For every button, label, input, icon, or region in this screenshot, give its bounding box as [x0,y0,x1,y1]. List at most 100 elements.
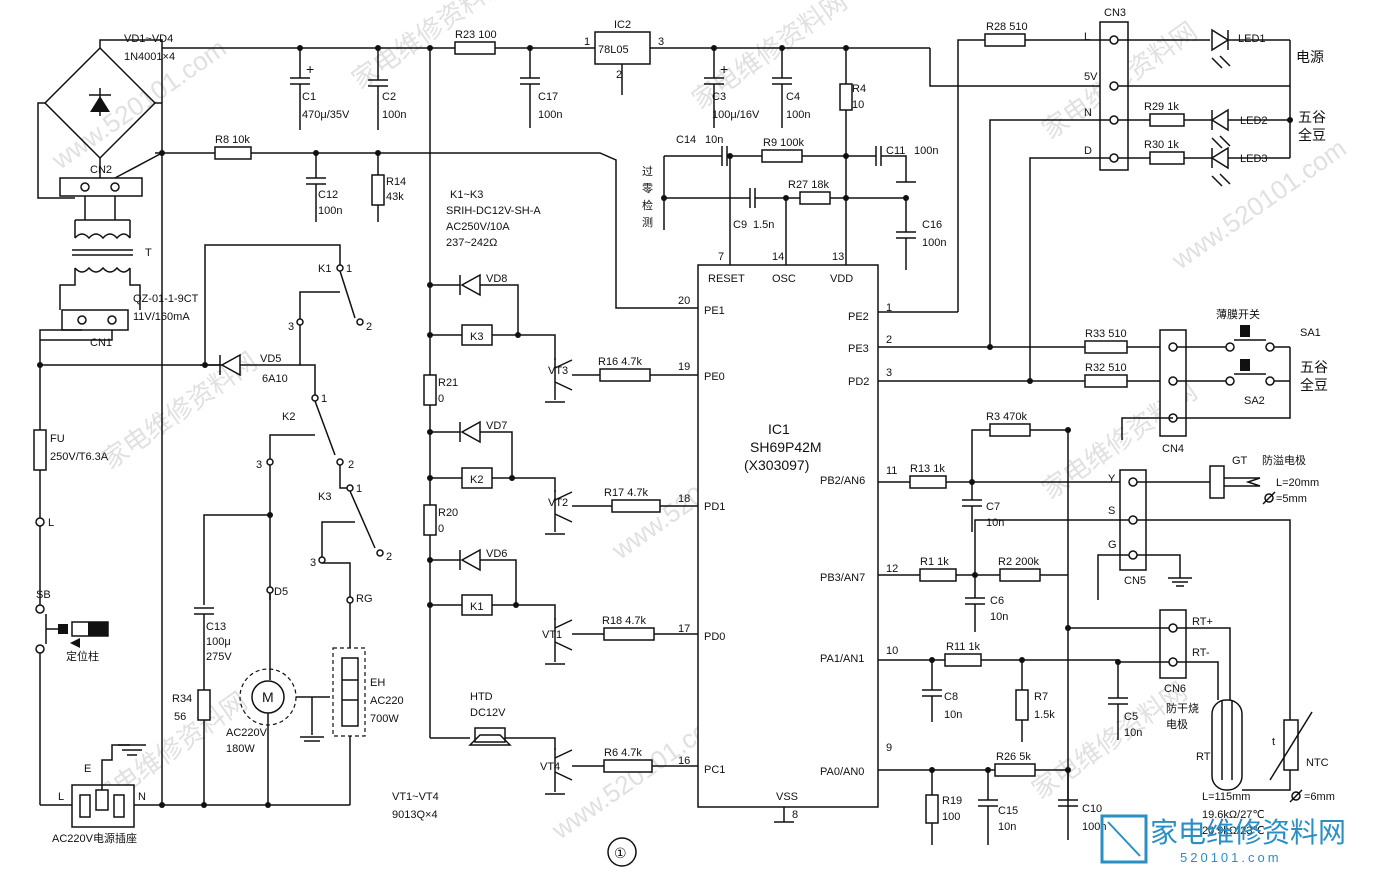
led2-label: LED2 [1240,115,1268,127]
heater-eh: EH [370,677,385,689]
k3-c1: 1 [356,483,362,495]
ic1-pin-bottom-num: 8 [792,809,798,821]
c16-name: C16 [922,219,942,231]
ic1-pin-left-name: PE0 [704,371,725,383]
r7-value: 1.5k [1034,709,1055,721]
ic2-pin1: 1 [584,36,590,48]
r1-label: R1 1k [920,556,949,568]
ic1-pin-right-num: 3 [886,367,892,379]
c13-r34-branch: C13 100μ 275V R34 56 [172,512,273,805]
c3-name: C3 [712,91,726,103]
vt2-label: VT2 [548,497,568,509]
k1-coil: K1 [470,601,483,613]
ic1-pin-left-num: 16 [678,755,690,767]
sa2-label: SA2 [1244,395,1265,407]
gt-label: GT [1232,455,1248,467]
cn6-pin-rtm: RT- [1192,647,1210,659]
cn1-label: CN1 [90,337,112,349]
led-power-label: 电源 [1296,49,1324,65]
vt3-label: VT3 [548,365,568,377]
top-power-rail: R23 100 + C1 470μ/35V C2 100n C17 100n I… [290,19,1105,265]
rectifier-part: 1N4001×4 [124,51,175,63]
vt-note1: VT1~VT4 [392,791,439,803]
relay-driver-k1: VD6 K1 VT1 R18 4.7k [427,548,698,665]
k2-c2: 2 [348,459,354,471]
k2-c1: 1 [321,393,327,405]
relay-spec1: K1~K3 [450,189,483,201]
vd5-label: VD5 [260,353,281,365]
switch-grain2: 全豆 [1300,377,1328,393]
ic1-pin-top-name: VDD [830,273,853,285]
k1-c2: 2 [366,321,372,333]
diode-vd5: VD5 6A10 [200,244,341,385]
r14-name: R14 [386,176,406,188]
led-grain1: 五谷 [1298,109,1326,125]
mains-socket: L E N AC220V电源插座 [52,744,350,845]
temperature-sensor: 防干烧 电极 RT t NTC L=115mm =6mm 19.6kΩ/27℃ … [1166,690,1335,837]
relay-spec4: 237~242Ω [446,237,497,249]
c15-name: C15 [998,805,1018,817]
cn3-pin-5v: 5V [1084,71,1098,83]
ic1-chip: IC1 SH69P42M (X303097) 7 RESET 14 OSC 13… [678,251,898,823]
zero-cross-1: 过 [642,165,653,178]
c12-value: 100n [318,205,342,217]
ic1-part: SH69P42M [750,439,822,455]
ic1-pin-left-name: PE1 [704,305,725,317]
k1-label: K1 [318,263,331,275]
motor: D5 M AC220V 180W [226,586,330,805]
r33-label: R33 510 [1085,328,1127,340]
ntc-t: t [1272,736,1275,748]
r21-name: R21 [438,377,458,389]
c13-value2: 275V [206,651,232,663]
motor-volt: AC220V [226,727,268,739]
r28-label: R28 510 [986,21,1028,33]
led-panel: CN3 L 5V N D R28 510 LED1 电源 R29 1k LED2 [878,7,1326,380]
heater-power: 700W [370,713,399,725]
led-grain2: 全豆 [1298,127,1326,143]
c14-value: 10n [705,134,723,146]
r29-label: R29 1k [1144,101,1179,113]
relay-k1-contacts: 1 2 3 K1 [288,263,372,395]
c11-value: 100n [914,145,938,157]
ntc-label: NTC [1306,757,1329,769]
ic2-part: 78L05 [598,44,629,56]
r32-label: R32 510 [1085,362,1127,374]
ic1-pin-top-name: OSC [772,273,796,285]
zero-cross-input: R8 10k C12 100n R14 43k [162,134,698,309]
c2-name: C2 [382,91,396,103]
r6-label: R6 4.7k [604,747,642,759]
ic1-code: (X303097) [744,457,809,473]
motor-symbol: M [262,689,274,705]
connector-cn2: CN2 [59,152,163,220]
vt-note2: 9013Q×4 [392,809,438,821]
sb-label: SB [36,589,51,601]
relay-driver-k3: VD8 K3 VT3 R16 4.7k [427,273,698,403]
r21-value: 0 [438,393,444,405]
ic1-pin-right-num: 12 [886,563,898,575]
c15-value: 10n [998,821,1016,833]
c13-value: 100μ [206,636,231,648]
c2-value: 100n [382,109,406,121]
r4-value: 10 [852,99,864,111]
watermark-text: 家电维修资料网 [1026,676,1192,805]
vd8-label: VD8 [486,273,507,285]
ic1-pin-left-name: PD1 [704,501,725,513]
c4-name: C4 [786,91,800,103]
cn3-label: CN3 [1104,7,1126,19]
r30-label: R30 1k [1144,139,1179,151]
ic1-pin-right-name: PD2 [848,376,869,388]
transformer-name: T [145,247,152,259]
r26-label: R26 5k [996,751,1031,763]
cn6-label: CN6 [1164,683,1186,695]
c14-label: C14 [676,134,696,146]
c13-name: C13 [206,621,226,633]
cn4-label: CN4 [1162,443,1184,455]
rt-label: RT [1196,751,1211,763]
cn5-pin-y: Y [1108,473,1116,485]
ic1-pin-right-name: PA0/AN0 [820,766,864,778]
vt1-label: VT1 [542,629,562,641]
overflow-dia: =5mm [1276,493,1307,505]
rt-spec-1: 19.6kΩ/27℃ [1202,809,1265,821]
r18-label: R18 4.7k [602,615,647,627]
r23-label: R23 100 [455,29,497,41]
